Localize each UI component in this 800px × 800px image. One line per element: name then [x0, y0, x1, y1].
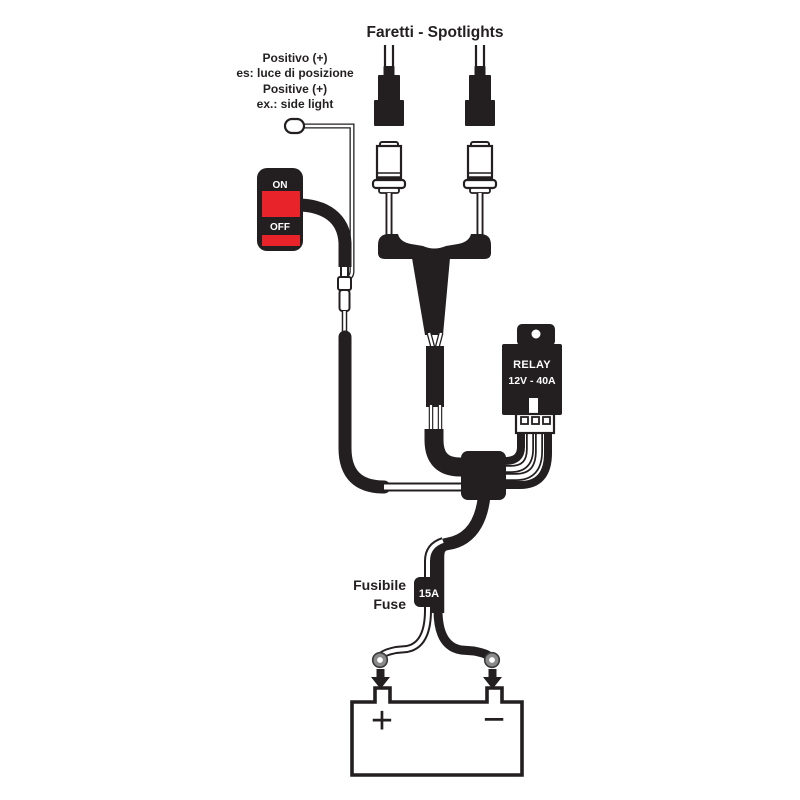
- switch-off-button: [262, 235, 300, 246]
- relay-pin: [531, 416, 540, 425]
- positive-note: Positivo (+) es: luce di posizione Posit…: [236, 51, 354, 111]
- ground-cable-lower: [433, 609, 496, 661]
- switch-cable-lower: [338, 330, 391, 494]
- plug-upper: [469, 75, 491, 101]
- down-arrow-left: [371, 669, 390, 689]
- relay-pin: [542, 416, 551, 425]
- fuse: Fusibile Fuse 15A: [353, 577, 444, 612]
- relay-slot: [529, 398, 538, 415]
- relay-pin: [520, 416, 529, 425]
- switch-on-button: [262, 191, 300, 217]
- down-arrow-icon: [371, 677, 390, 689]
- switch-off-label: OFF: [270, 222, 290, 233]
- bullet-connector-female-icon: [337, 276, 352, 291]
- socket-lip: [378, 187, 400, 194]
- battery-positive-label: +: [371, 700, 393, 742]
- y-harness: [378, 234, 491, 477]
- down-arrow-icon: [488, 669, 497, 677]
- switch-on-label: ON: [273, 180, 288, 191]
- plug-lower: [465, 100, 495, 126]
- spotlight-plug-right: [465, 45, 495, 126]
- relay: RELAY 12V - 40A: [502, 324, 562, 435]
- positive-note-line-1: Positivo (+): [262, 51, 327, 65]
- relay-name-label: RELAY: [513, 359, 551, 371]
- positive-note-line-3: Positive (+): [263, 82, 327, 96]
- down-arrow-icon: [376, 669, 385, 677]
- ring-terminal-right: [483, 651, 501, 669]
- plug-lower: [374, 100, 404, 126]
- down-arrow-icon: [483, 677, 502, 689]
- relay-wire-2-core: [489, 430, 533, 472]
- socket-lip: [469, 187, 491, 194]
- switch-cable-upper: [296, 198, 352, 267]
- relay-wire-3-core: [489, 430, 542, 480]
- positive-wire-upper-core: [426, 539, 444, 612]
- wiring-junction: [461, 451, 506, 500]
- fuse-label-it: Fusibile: [353, 577, 406, 593]
- ground-cable-upper: [431, 480, 492, 613]
- fuse-rating-label: 15A: [419, 588, 439, 600]
- harness-tee: [378, 234, 491, 259]
- socket-flange: [371, 178, 407, 190]
- harness-taper: [412, 258, 450, 335]
- fuse-label-en: Fuse: [373, 596, 406, 612]
- split-wire-core: [427, 332, 435, 349]
- ring-terminal-hole: [377, 657, 383, 663]
- fuse-badge: [414, 577, 444, 607]
- plug-upper: [378, 75, 400, 101]
- socket-flange: [462, 178, 498, 190]
- spotlight-socket-right: [462, 141, 498, 236]
- plug-neck: [383, 66, 395, 76]
- ring-terminal-left: [371, 651, 389, 669]
- ground-cable: [431, 480, 496, 661]
- relay-rating-label: 12V - 40A: [508, 375, 556, 387]
- down-arrow-right: [483, 669, 502, 689]
- spotlight-socket-left: [371, 141, 407, 236]
- power-switch: ON OFF: [257, 168, 303, 251]
- harness-sheath: [426, 346, 444, 407]
- ring-terminal-hole: [489, 657, 495, 663]
- battery: + −: [350, 686, 524, 777]
- relay-body: [502, 344, 562, 415]
- positive-note-line-2: es: luce di posizione: [236, 66, 354, 80]
- diagram-title: Faretti - Spotlights: [367, 24, 504, 41]
- battery-negative-label: −: [483, 699, 505, 741]
- harness-elbow: [424, 429, 487, 477]
- spotlight-plug-left: [374, 45, 404, 126]
- split-wire-core: [435, 332, 443, 349]
- switch-cable: [296, 198, 391, 494]
- positive-note-line-4: ex.: side light: [257, 97, 334, 111]
- battery-outline: [350, 686, 524, 777]
- bullet-connector-male-icon: [338, 289, 351, 312]
- relay-mount-hole: [531, 329, 541, 339]
- relay-wire-4: [489, 430, 552, 489]
- plug-neck: [474, 66, 486, 76]
- spade-connector-icon: [283, 117, 306, 135]
